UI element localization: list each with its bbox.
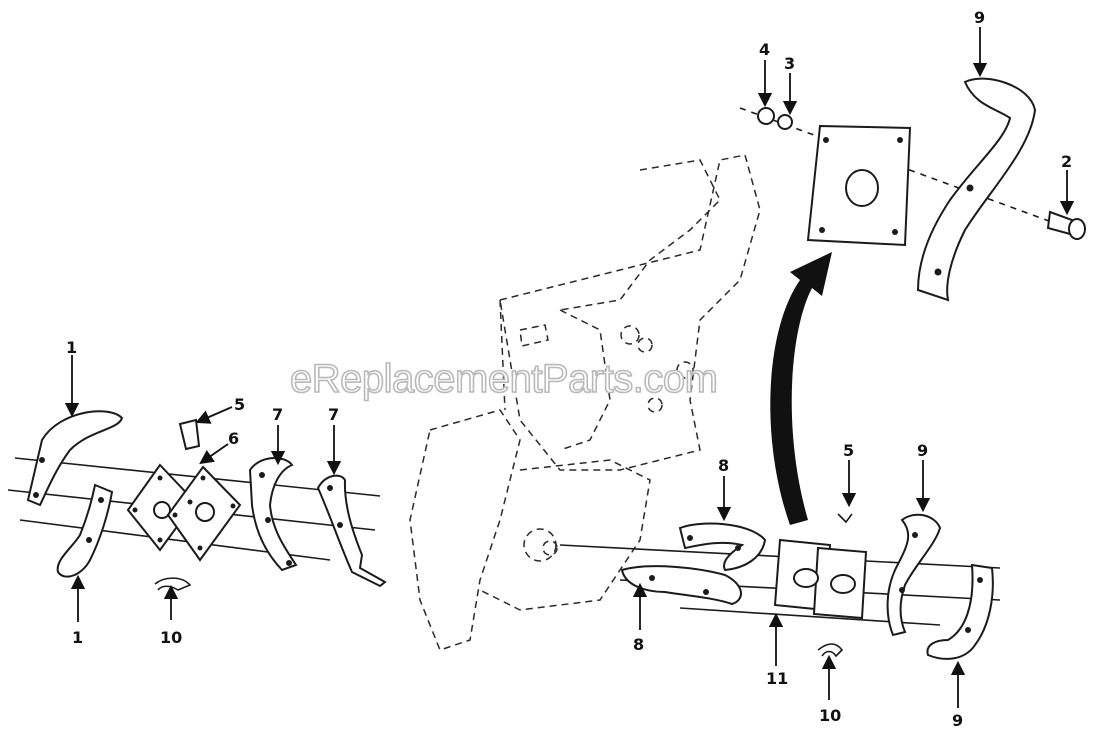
- callout-9-right: 9: [917, 441, 928, 460]
- tine-upper-left: [26, 410, 124, 507]
- tine-9-lower: [926, 563, 994, 660]
- watermark-text: eReplacementParts.com: [290, 357, 717, 401]
- upper-right-hardware: [739, 77, 1086, 525]
- right-tine-assembly: [559, 513, 1001, 660]
- lock-washer: [777, 114, 793, 130]
- callout-3: 3: [784, 54, 795, 73]
- callout-leaders: [64, 27, 1075, 708]
- tine-lower-left: [56, 483, 114, 578]
- callout-2: 2: [1061, 152, 1072, 171]
- tine-7b: [316, 474, 387, 588]
- tine-7a: [248, 457, 298, 572]
- callout-1-lower: 1: [72, 628, 83, 647]
- callout-11: 11: [766, 669, 788, 688]
- callout-6: 6: [228, 429, 239, 448]
- callout-8-upper: 8: [718, 456, 729, 475]
- callout-10-left: 10: [160, 628, 182, 647]
- callout-9-bottom: 9: [952, 711, 963, 730]
- callout-labels: 1 1 5 6 7 7 10 4 3 9 2 8 8 5 9 9 11 10: [66, 8, 1072, 730]
- callout-5-right: 5: [843, 441, 854, 460]
- tiller-housing-outline: [409, 154, 761, 651]
- tine-8-upper: [678, 522, 767, 572]
- callout-8-lower: 8: [633, 635, 644, 654]
- hex-nut: [757, 107, 775, 125]
- tine-9-large: [916, 77, 1037, 302]
- tine-9-upper: [886, 513, 942, 637]
- callout-7-a: 7: [272, 405, 283, 424]
- callout-1-upper: 1: [66, 338, 77, 357]
- clevis-pin-right: [837, 513, 853, 524]
- callout-4: 4: [759, 40, 770, 59]
- clevis-pin-left: [178, 418, 201, 451]
- callout-5-left: 5: [234, 395, 245, 414]
- hairpin-clip-right: [817, 643, 844, 658]
- assembly-arrow: [770, 252, 832, 525]
- callout-10-right: 10: [819, 706, 841, 725]
- callout-7-b: 7: [328, 405, 339, 424]
- callout-9-top: 9: [974, 8, 985, 27]
- hairpin-clip-left: [154, 577, 192, 591]
- left-tine-assembly: [7, 410, 387, 591]
